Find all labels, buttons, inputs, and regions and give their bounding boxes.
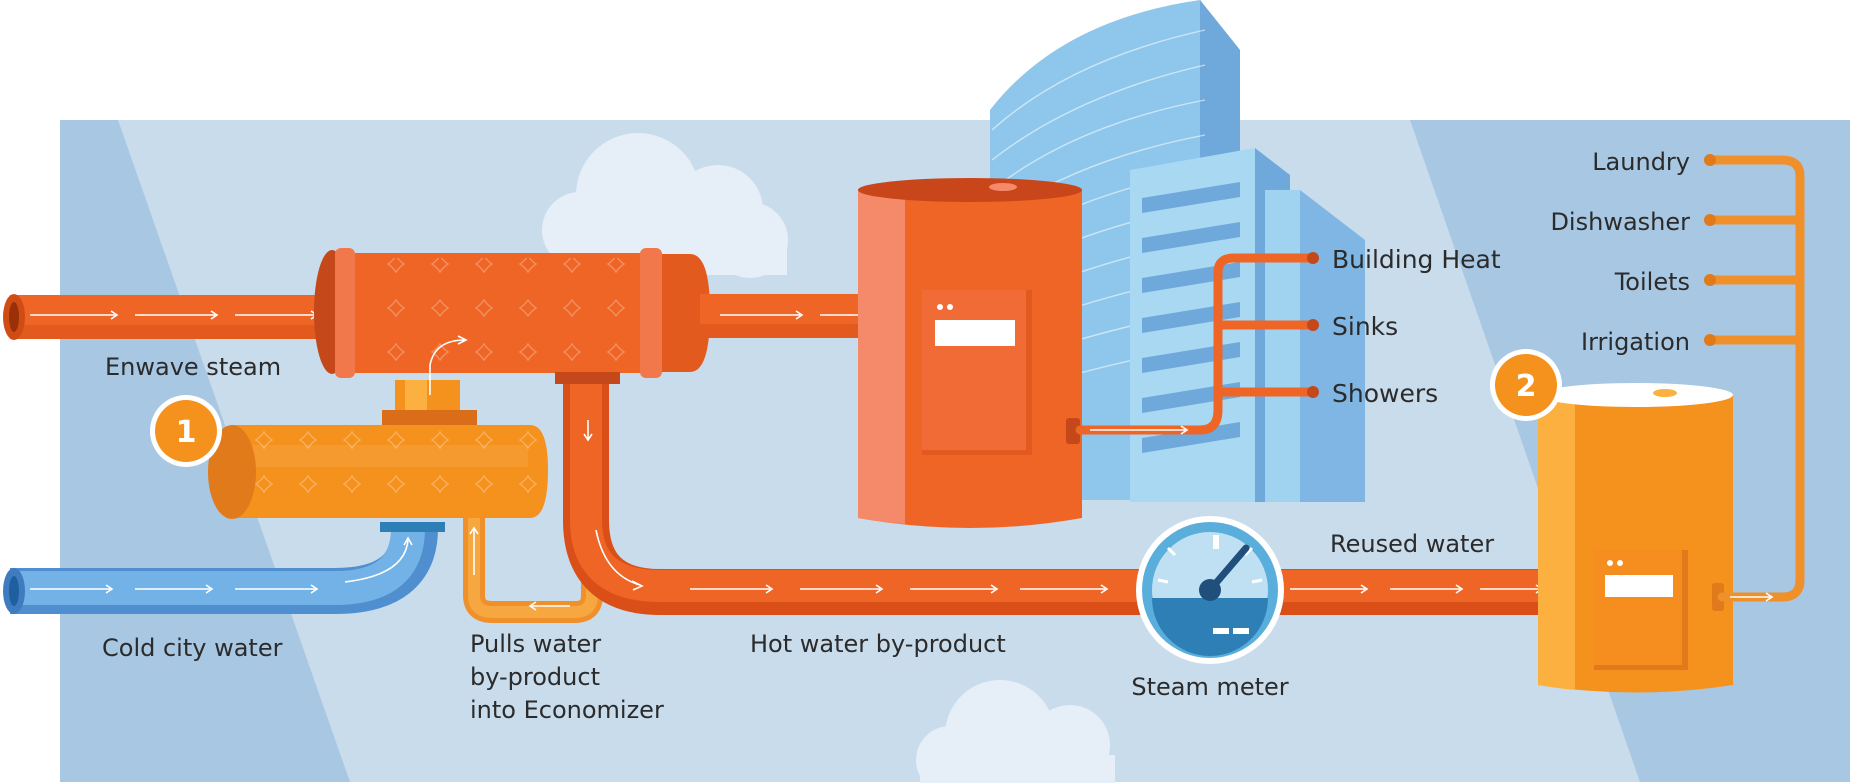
hot-water-tank-icon [858,178,1082,528]
step-badge-2-number: 2 [1516,369,1537,404]
reused-branch-pipes [1707,155,1805,602]
label-enwave-steam: Enwave steam [105,353,281,381]
label-pulls-line1: Pulls water [470,630,601,658]
economizer-loop-pipe [463,515,603,623]
label-reused-water: Reused water [1330,530,1494,558]
step-badge-2: 2 [1490,349,1562,421]
label-toilets: Toilets [1614,268,1690,296]
cold-water-pipe [3,526,438,614]
steam-meter-gauge-icon [1136,516,1284,664]
reused-water-tank-icon [1538,383,1733,693]
label-building-heat: Building Heat [1332,245,1501,274]
label-laundry: Laundry [1592,148,1690,176]
cloud-icon [916,680,1115,783]
label-hot-water: Hot water by-product [750,630,1006,658]
label-sinks: Sinks [1332,312,1398,341]
label-dishwasher: Dishwasher [1550,208,1690,236]
economizer-icon [208,380,548,532]
label-pulls-line3: into Economizer [470,696,664,724]
label-showers: Showers [1332,379,1438,408]
label-pulls-line2: by-product [470,663,600,691]
step-badge-1: 1 [150,395,222,467]
step-badge-1-number: 1 [176,415,197,450]
label-steam-meter: Steam meter [1131,673,1288,701]
steam-inlet-pipe [3,285,340,349]
building-branch-pipes [1075,253,1315,435]
label-cold-city-water: Cold city water [102,634,283,662]
label-irrigation: Irrigation [1581,328,1690,356]
